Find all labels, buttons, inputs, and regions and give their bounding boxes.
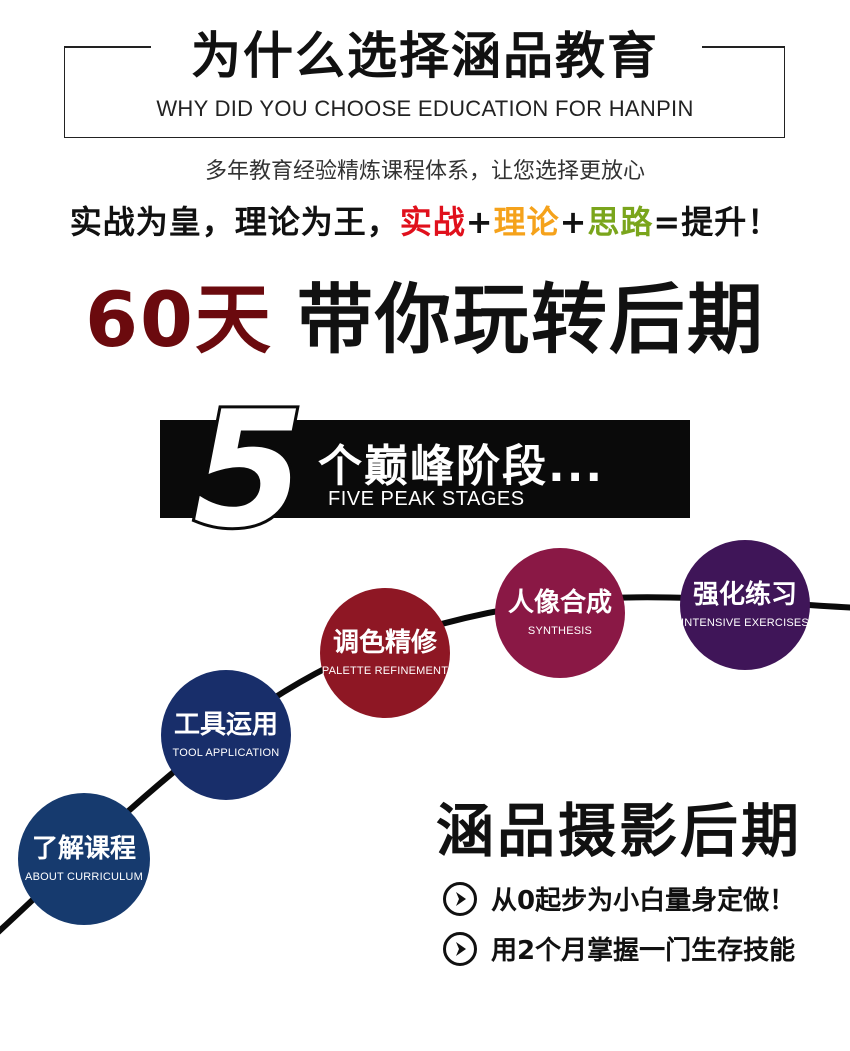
stage-5-title: 强化练习 (692, 579, 797, 610)
headline: 60天带你玩转后期 (0, 258, 850, 368)
stage-3-circle: 调色精修 PALETTE REFINEMENT (320, 588, 450, 718)
stage-2-subtitle: TOOL APPLICATION (172, 747, 280, 760)
headline-text: 带你玩转后期 (296, 275, 765, 364)
stage-2-title: 工具运用 (173, 709, 278, 740)
title-frame (64, 46, 785, 138)
page-title: 为什么选择涵品教育 (191, 26, 659, 85)
stage-4-subtitle: SYNTHESIS (527, 625, 593, 638)
title-frame-line-right (702, 46, 784, 48)
feature-item: 用2个月掌握一门生存技能 (443, 930, 795, 967)
stage-3-subtitle: PALETTE REFINEMENT (321, 665, 449, 678)
stage-3-title: 调色精修 (332, 627, 437, 658)
feature-text: 用2个月掌握一门生存技能 (491, 936, 796, 966)
slogan-theory: 理论 (493, 203, 560, 241)
feature-text: 从0起步为小白量身定做！ (491, 886, 796, 916)
stage-2-circle: 工具运用 TOOL APPLICATION (161, 670, 291, 800)
stage-1-subtitle: ABOUT CURRICULUM (25, 871, 143, 884)
slogan-intro: 实战为皇，理论为王， (69, 203, 400, 241)
slogan: 实战为皇，理论为王，实战+理论+思路=提升！ (0, 197, 850, 243)
stage-4-title: 人像合成 (507, 587, 612, 618)
slogan-plus-2: + (559, 203, 588, 241)
stage-4-circle: 人像合成 SYNTHESIS (495, 548, 625, 678)
stages-banner-subtitle: FIVE PEAK STAGES (328, 488, 525, 510)
stage-5-subtitle: INTENSIVE EXERCISES (681, 617, 809, 630)
headline-days: 60天 (85, 275, 273, 364)
chevron-right-icon (443, 881, 477, 916)
page-title-english: WHY DID YOU CHOOSE EDUCATION FOR HANPIN (156, 96, 694, 121)
stage-1-circle: 了解课程 ABOUT CURRICULUM (18, 793, 150, 925)
stage-5-circle: 强化练习 INTENSIVE EXERCISES (680, 540, 810, 670)
stages-banner-title: 个巅峰阶段... (318, 441, 605, 492)
stages-number: 5 (190, 376, 307, 563)
feature-item: 从0起步为小白量身定做！ (443, 880, 795, 917)
title-frame-line-left (65, 46, 151, 48)
slogan-plus-1: + (465, 203, 494, 241)
brand-title: 涵品摄影后期 (436, 797, 803, 865)
stage-1-title: 了解课程 (31, 833, 136, 864)
slogan-practice: 实战 (399, 203, 466, 241)
page-subtitle: 多年教育经验精炼课程体系，让您选择更放心 (204, 159, 645, 184)
chevron-right-icon (443, 931, 477, 966)
slogan-result: =提升！ (653, 203, 781, 241)
slogan-thinking: 思路 (587, 203, 654, 241)
stages-banner (160, 420, 690, 518)
